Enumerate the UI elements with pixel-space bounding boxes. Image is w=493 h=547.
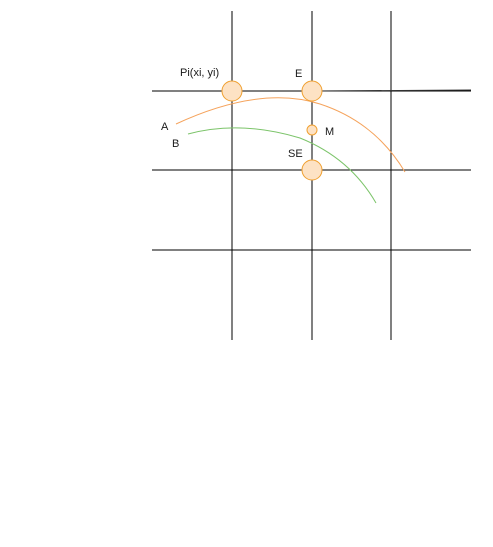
label-a: A [161,121,169,133]
top-row-highlight-line [311,89,472,92]
pixel-point-pi [221,80,243,102]
label-b: B [172,138,179,150]
label-e: E [295,68,302,80]
curve-a [175,97,406,173]
pixel-point-se [301,159,323,181]
label-se: SE [288,148,303,160]
label-pi: Pi(xi, yi) [180,67,219,79]
curve-b [187,127,377,204]
midpoint-m [306,124,318,136]
label-m: M [325,126,334,138]
pixel-point-e [301,80,323,102]
